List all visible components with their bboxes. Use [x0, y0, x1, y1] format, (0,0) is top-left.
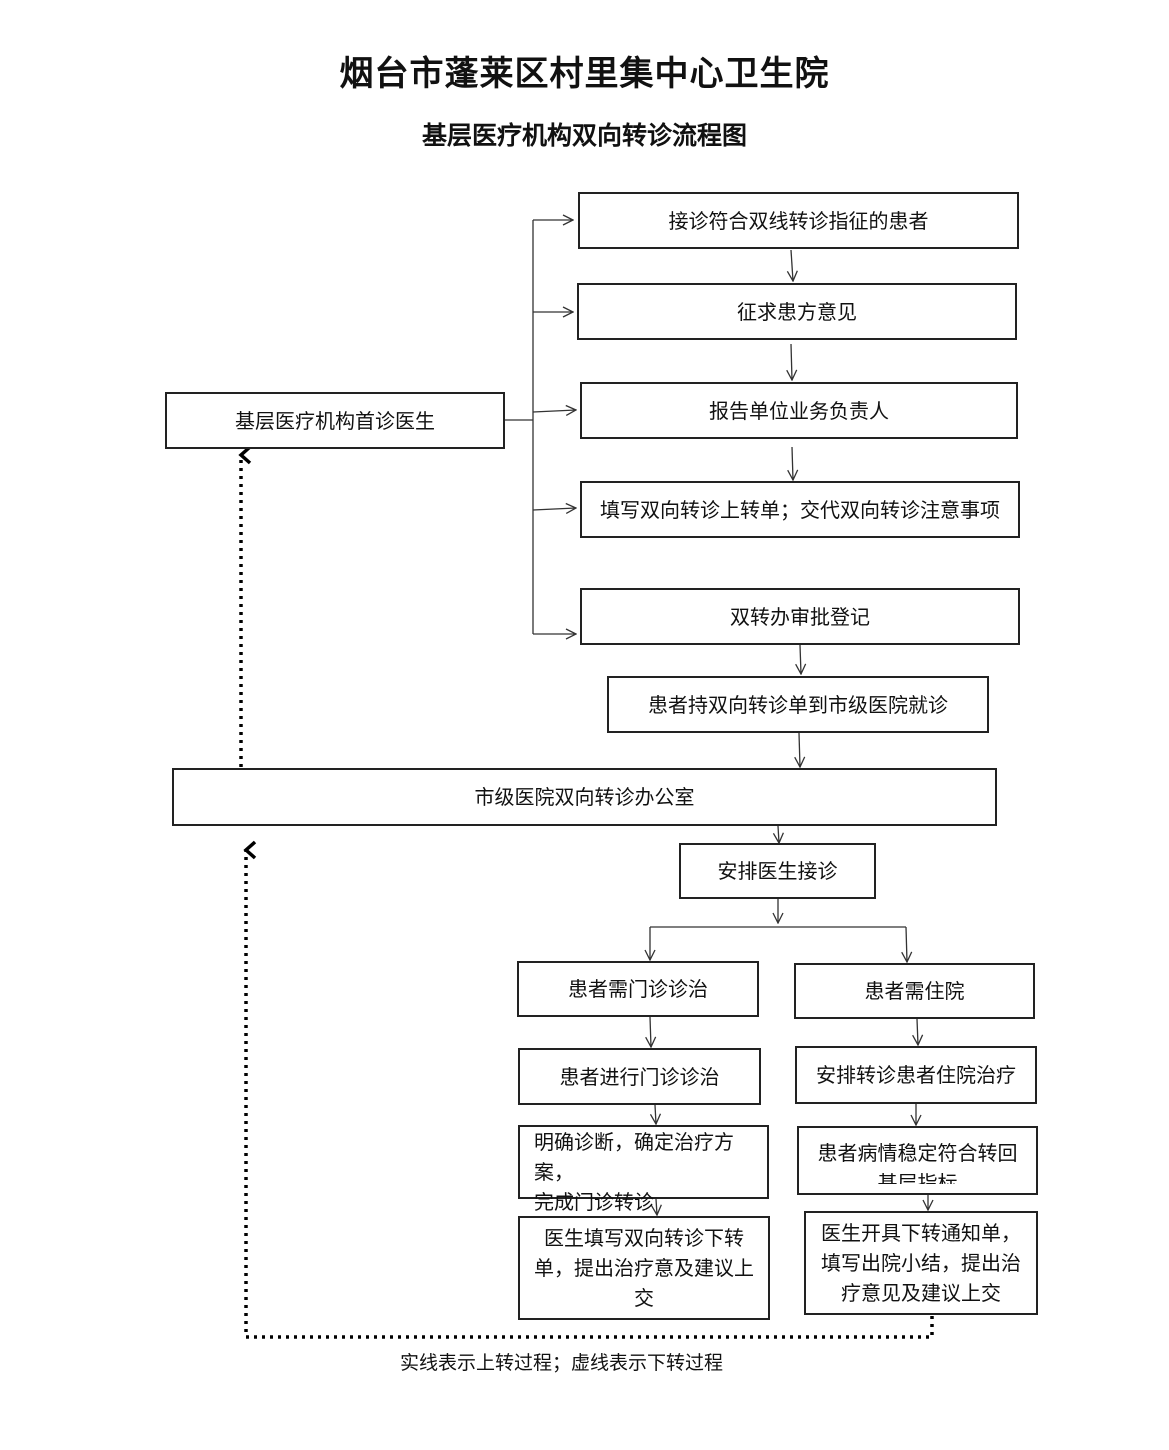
left-arrow-1 [650, 1016, 651, 1047]
need-inpatient-label: 患者需住院 [864, 979, 965, 1003]
approve-register-label: 双转办审批登记 [730, 604, 870, 629]
need-inpatient-box: 患者需住院 [794, 963, 1035, 1019]
need-outpatient-box: 患者需门诊诊治 [517, 961, 759, 1017]
arrange-doctor-box: 安排医生接诊 [679, 843, 876, 899]
right-arrow-1 [917, 1018, 918, 1045]
down-form-line-1: 医生填写双向转诊下转 [544, 1226, 744, 1250]
down-form-line-2: 单，提出治疗意及建议上 [534, 1256, 754, 1280]
need-outpatient-label: 患者需门诊诊治 [568, 977, 708, 1001]
first-doctor-box: 基层医疗机构首诊医生 [165, 392, 505, 449]
stable-box: 患者病情稳定符合转回 基层指标 [797, 1126, 1038, 1195]
patient-visit-box: 患者持双向转诊单到市级医院就诊 [607, 676, 989, 733]
fill-form-box: 填写双向转诊上转单；交代双向转诊注意事项 [580, 481, 1020, 538]
diagnosis-line-1: 明确诊断，确定治疗方案， [534, 1130, 734, 1184]
stable-line-1: 患者病情稳定符合转回 [817, 1140, 1018, 1165]
do-outpatient-label: 患者进行门诊诊治 [559, 1064, 720, 1089]
down-form-box: 医生填写双向转诊下转 单，提出治疗意及建议上 交 [518, 1216, 770, 1320]
receive-patient-box: 接诊符合双线转诊指征的患者 [578, 192, 1019, 249]
dotted-return-path [243, 840, 934, 1339]
receive-patient-label: 接诊符合双线转诊指征的患者 [668, 208, 929, 233]
left-arrow-3 [656, 1198, 657, 1215]
diagnosis-box: 明确诊断，确定治疗方案， 完成门诊转诊 [518, 1125, 769, 1214]
arrange-doctor-label: 安排医生接诊 [717, 859, 838, 883]
notice-line-2: 填写出院小结，提出治 [821, 1251, 1021, 1275]
chart-title: 基层医疗机构双向转诊流程图 [421, 121, 747, 150]
split-right-arrow [906, 926, 907, 962]
seek-opinion-box: 征求患方意见 [577, 283, 1017, 340]
notice-line-3: 疗意见及建议上交 [841, 1281, 1001, 1305]
notice-line-1: 医生开具下转通知单， [821, 1221, 1021, 1245]
flow-arrow-6 [778, 825, 779, 843]
down-form-line-3: 交 [634, 1286, 654, 1310]
branch-arrow-4 [532, 508, 576, 510]
hospital-title: 烟台市蓬莱区村里集中心卫生院 [339, 54, 830, 94]
left-arrow-2 [655, 1104, 656, 1124]
city-office-box: 市级医院双向转诊办公室 [172, 768, 997, 826]
fill-form-label: 填写双向转诊上转单；交代双向转诊注意事项 [600, 497, 1000, 522]
report-leader-box: 报告单位业务负责人 [580, 382, 1018, 439]
diagnosis-line-2: 完成门诊转诊 [534, 1190, 654, 1214]
flow-arrow-3 [792, 446, 793, 480]
patient-visit-label: 患者持双向转诊单到市级医院就诊 [648, 692, 948, 717]
approve-register-box: 双转办审批登记 [580, 588, 1020, 645]
notice-box: 医生开具下转通知单， 填写出院小结，提出治 疗意见及建议上交 [804, 1211, 1038, 1315]
report-leader-label: 报告单位业务负责人 [709, 398, 889, 423]
arrange-inpatient-label: 安排转诊患者住院治疗 [816, 1063, 1016, 1087]
legend-text: 实线表示上转过程；虚线表示下转过程 [400, 1352, 724, 1374]
branch-arrow-3 [532, 410, 576, 412]
stable-line-2: 基层指标 [877, 1170, 958, 1184]
flow-arrow-4 [800, 644, 801, 674]
do-outpatient-box: 患者进行门诊诊治 [518, 1048, 761, 1105]
flow-arrow-5 [799, 732, 800, 767]
flow-arrow-2 [791, 343, 792, 380]
arrange-inpatient-box: 安排转诊患者住院治疗 [795, 1046, 1037, 1104]
first-doctor-label: 基层医疗机构首诊医生 [235, 408, 435, 433]
city-office-label: 市级医院双向转诊办公室 [474, 785, 695, 809]
flow-arrow-1 [791, 249, 793, 281]
seek-opinion-label: 征求患方意见 [737, 299, 857, 324]
